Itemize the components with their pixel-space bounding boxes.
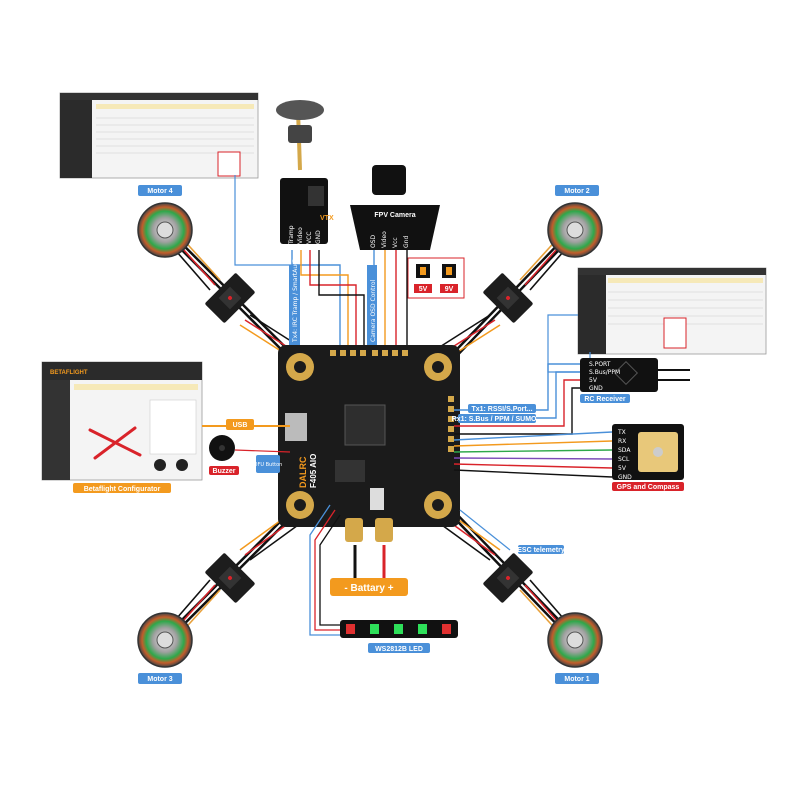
esc-telemetry-wire bbox=[459, 509, 511, 551]
camera-osd-label: Camera OSD Control bbox=[370, 279, 377, 342]
motor-2 bbox=[547, 202, 603, 258]
usb-label: USB bbox=[233, 422, 248, 429]
gps-pin-0: TX bbox=[617, 429, 626, 436]
esc-telemetry-label: ESC telemetry bbox=[517, 547, 565, 554]
rc-pin-2: 5V bbox=[589, 377, 598, 384]
board-name: F405 AIO bbox=[309, 454, 318, 488]
battery-label: - Battary + bbox=[344, 583, 393, 594]
vtx-module: VTX bbox=[276, 100, 334, 244]
led-label: WS2812B LED bbox=[375, 646, 423, 653]
fpv-camera: FPV Camera bbox=[350, 165, 440, 250]
dfu-label: DFU Button bbox=[254, 462, 283, 468]
gps-pin-3: SCL bbox=[618, 456, 630, 463]
vtx-label: VTX bbox=[320, 215, 334, 222]
motor-1 bbox=[547, 612, 603, 668]
buzzer bbox=[209, 435, 291, 461]
buzzer-label: Buzzer bbox=[213, 468, 236, 475]
led-wires bbox=[309, 504, 341, 636]
camera-pin-3: Gnd bbox=[403, 236, 410, 248]
motor-config-screenshot bbox=[59, 92, 259, 179]
tx-irc-label: Tx4: IRC Tramp / SmartAudio bbox=[292, 255, 299, 343]
vtx-pins: Tramp Video VCC GND bbox=[288, 225, 322, 245]
top-wires bbox=[291, 250, 408, 348]
led-strip bbox=[340, 620, 458, 638]
rc-pin-0: S.PORT bbox=[589, 361, 611, 368]
voltage-9v: 9V bbox=[445, 286, 454, 293]
gps-wires bbox=[453, 431, 613, 478]
board-pads bbox=[330, 350, 454, 452]
rc-pin-3: GND bbox=[589, 385, 603, 392]
gps-pins: TX RX SDA SCL 5V GND bbox=[617, 429, 632, 481]
motor-labels: Motor 4 Motor 2 Motor 3 Motor 1 bbox=[138, 185, 599, 684]
flight-controller: DALRC F405 AIO bbox=[278, 345, 460, 542]
motor-4-label: Motor 4 bbox=[147, 188, 172, 195]
camera-pins: OSD Video Vcc Gnd bbox=[370, 231, 410, 248]
vtx-pin-2: VCC bbox=[306, 232, 313, 244]
tx-rssi-label: Tx1: RSSI/S.Port... bbox=[471, 406, 532, 413]
osd-tag bbox=[367, 265, 377, 345]
rc-wires bbox=[454, 363, 580, 435]
esc-boards bbox=[205, 273, 533, 603]
board-brand: DALRC bbox=[298, 456, 308, 488]
gps-pin-2: SDA bbox=[618, 447, 631, 454]
rc-pin-1: S.Bus/PPM bbox=[589, 369, 620, 376]
battery-wires bbox=[353, 545, 386, 580]
gps-pin-1: RX bbox=[618, 438, 626, 445]
rc-pins: S.PORT S.Bus/PPM 5V GND bbox=[589, 361, 620, 392]
rc-receiver-label: RC Receiver bbox=[584, 396, 626, 403]
voltage-5v: 5V bbox=[419, 286, 428, 293]
motor-4 bbox=[137, 202, 193, 258]
camera-pin-0: OSD bbox=[370, 234, 377, 248]
motor-2-label: Motor 2 bbox=[564, 188, 589, 195]
betaflight-screenshot: BETAFLIGHT bbox=[41, 361, 203, 481]
gps-pin-5: GND bbox=[618, 474, 632, 481]
motor-3 bbox=[137, 612, 193, 668]
voltage-selector: 5V 9V bbox=[407, 257, 465, 299]
betaflight-logo: BETAFLIGHT bbox=[50, 370, 88, 376]
gps-pin-4: 5V bbox=[618, 465, 627, 472]
vtx-pin-1: Video bbox=[297, 227, 304, 244]
camera-pin-2: Vcc bbox=[392, 237, 399, 248]
vtx-pin-0: Tramp bbox=[288, 225, 295, 245]
vtx-pin-3: GND bbox=[315, 230, 322, 244]
rc-receiver bbox=[580, 358, 690, 392]
camera-pin-1: Video bbox=[381, 231, 388, 248]
gps-label: GPS and Compass bbox=[617, 484, 680, 491]
tramp-tag bbox=[289, 265, 300, 345]
rx-sbus-label: Rx1: S.Bus / PPM / SUMO... bbox=[452, 416, 543, 423]
motor-3-label: Motor 3 bbox=[147, 676, 172, 683]
motor-1-label: Motor 1 bbox=[564, 676, 589, 683]
gps-module bbox=[612, 424, 684, 480]
betaflight-label: Betaflight Configurator bbox=[84, 486, 161, 493]
ports-screenshot bbox=[577, 267, 767, 355]
camera-label: FPV Camera bbox=[374, 212, 415, 219]
